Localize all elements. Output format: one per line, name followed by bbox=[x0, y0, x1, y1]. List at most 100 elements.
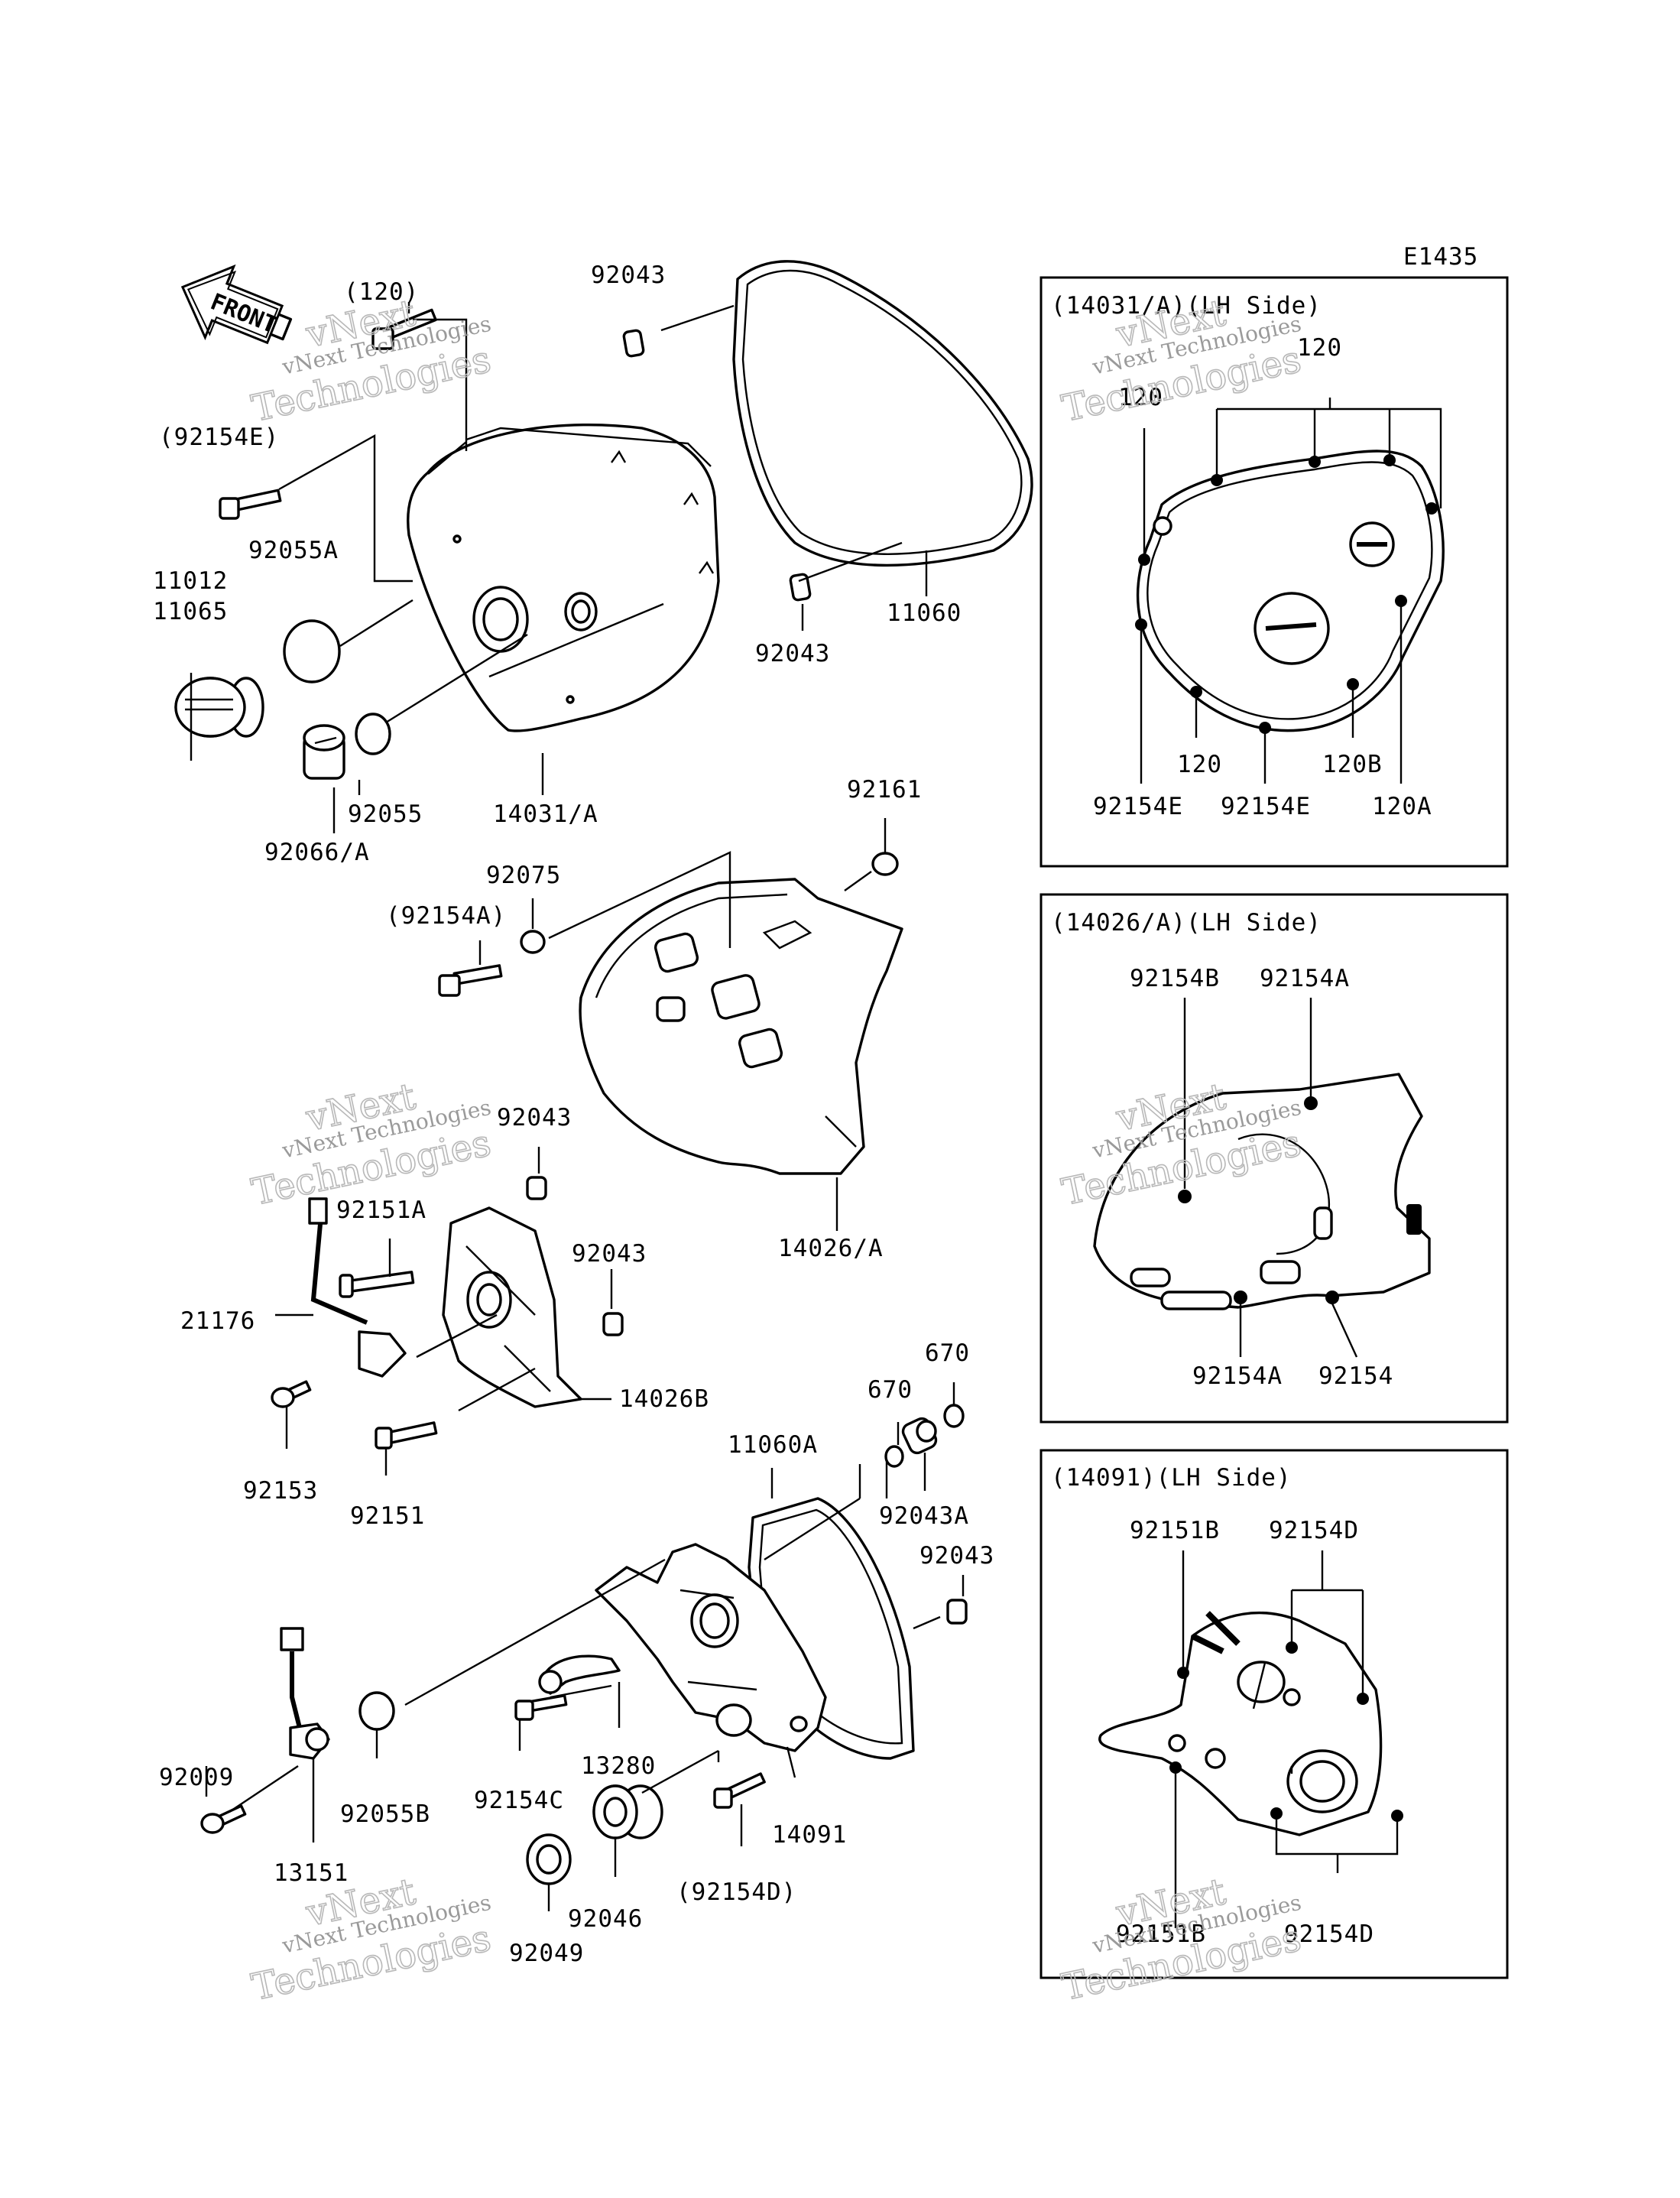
speed-sensor-21176 bbox=[308, 1197, 407, 1378]
label-92043-mid: 92043 bbox=[755, 640, 830, 667]
bolt-92154E bbox=[219, 489, 282, 520]
label-92055A: 92055A bbox=[248, 537, 339, 564]
bolt-92151A bbox=[339, 1271, 415, 1298]
inset-14091-label-92154D-top: 92154D bbox=[1269, 1517, 1359, 1544]
inset-14026-bolt-dot bbox=[1178, 1190, 1192, 1203]
dowel-pin-92043-c bbox=[526, 1176, 547, 1200]
label-92154C: 92154C bbox=[474, 1787, 564, 1814]
label-21176: 21176 bbox=[180, 1307, 255, 1335]
bolt-92153 bbox=[271, 1380, 312, 1408]
label-92055B: 92055B bbox=[340, 1800, 430, 1828]
bolt-92151 bbox=[375, 1421, 438, 1450]
bracket-14026B bbox=[442, 1206, 582, 1408]
inset-14091-bolt-dot bbox=[1270, 1807, 1283, 1820]
watermark-1: vNext vNext Technologies Technologies bbox=[248, 291, 495, 430]
label-670-top: 670 bbox=[925, 1339, 970, 1367]
bolt-92154C bbox=[514, 1694, 568, 1721]
inset-14091-bolt-dot bbox=[1391, 1810, 1403, 1822]
label-92043A: 92043A bbox=[879, 1502, 969, 1530]
label-92049: 92049 bbox=[509, 1940, 584, 1967]
label-92043-c: 92043 bbox=[497, 1104, 572, 1131]
inset-14031-label-92154E-b: 92154E bbox=[1221, 793, 1311, 820]
label-92043-top: 92043 bbox=[591, 261, 666, 289]
inset-14026-label-92154A-bottom: 92154A bbox=[1192, 1362, 1283, 1390]
bolt-92009 bbox=[200, 1804, 247, 1834]
inset-14026-bolt-dot bbox=[1234, 1291, 1247, 1304]
inset-14091-title: (14091)(LH Side) bbox=[1051, 1464, 1292, 1492]
label-92161: 92161 bbox=[847, 776, 922, 804]
label-92154E: (92154E) bbox=[159, 424, 279, 451]
inset-14091-label-92151B-top: 92151B bbox=[1130, 1517, 1220, 1544]
clutch-lever-13280 bbox=[538, 1654, 621, 1695]
inset-14031: (14031/A)(LH Side) 120 120 120 120B bbox=[1039, 276, 1509, 868]
o-ring-92055B bbox=[358, 1691, 395, 1731]
needle-bearing-92046 bbox=[592, 1784, 663, 1839]
label-670-mid: 670 bbox=[868, 1376, 913, 1404]
inset-14031-title: (14031/A)(LH Side) bbox=[1051, 292, 1322, 320]
label-120: (120) bbox=[344, 278, 419, 306]
inset-14091-label-92154D-bottom: 92154D bbox=[1284, 1920, 1374, 1948]
label-92154A: (92154A) bbox=[386, 902, 506, 930]
label-14026B: 14026B bbox=[619, 1385, 709, 1413]
label-11065: 11065 bbox=[153, 598, 228, 625]
diagram-code: E1435 bbox=[1403, 243, 1478, 271]
inset-14091-bolt-dot bbox=[1177, 1667, 1189, 1679]
plug-92066 bbox=[303, 724, 345, 780]
label-92151A: 92151A bbox=[336, 1196, 426, 1224]
label-92009: 92009 bbox=[159, 1764, 234, 1791]
inset-14091-label-92151B-bottom: 92151B bbox=[1116, 1920, 1206, 1948]
inset-14031-label-120-bottom: 120 bbox=[1177, 751, 1222, 778]
label-14091: 14091 bbox=[772, 1821, 847, 1849]
sprocket-cover-14026 bbox=[579, 878, 903, 1175]
inset-14091-bolt-dot bbox=[1286, 1641, 1298, 1654]
inset-14031-label-120B: 120B bbox=[1322, 751, 1383, 778]
inset-14031-label-120-left: 120 bbox=[1118, 384, 1163, 411]
inset-14031-label-120-top: 120 bbox=[1297, 334, 1342, 362]
dowel-pin-92043-mid bbox=[789, 573, 812, 602]
bolt-120 bbox=[371, 308, 437, 350]
inset-14026-bolt-dot bbox=[1304, 1096, 1318, 1110]
label-13151: 13151 bbox=[274, 1859, 349, 1887]
dowel-pin-92043-d bbox=[602, 1312, 624, 1336]
inset-14026: (14026/A)(LH Side) 92154B 92154A 92154A … bbox=[1039, 893, 1509, 1424]
inset-14031-label-120A: 120A bbox=[1372, 793, 1432, 820]
label-92043-d: 92043 bbox=[572, 1240, 647, 1268]
o-ring-92055 bbox=[355, 713, 391, 755]
label-14031: 14031/A bbox=[493, 800, 598, 828]
label-92154D: (92154D) bbox=[676, 1878, 796, 1906]
bolt-92154A bbox=[438, 964, 503, 997]
washer-92161 bbox=[871, 852, 899, 876]
oil-seal-92049 bbox=[526, 1833, 572, 1885]
label-92055: 92055 bbox=[348, 800, 423, 828]
watermark-3: vNext vNext Technologies Technologies bbox=[248, 1074, 495, 1214]
label-92153: 92153 bbox=[243, 1477, 318, 1505]
dowel-pin-92043A bbox=[901, 1417, 938, 1455]
dowel-pin-92043-e bbox=[946, 1599, 968, 1625]
collar-92075 bbox=[520, 930, 546, 954]
label-92046: 92046 bbox=[568, 1905, 643, 1933]
label-14026: 14026/A bbox=[778, 1235, 884, 1262]
dowel-pin-92043-top bbox=[622, 329, 645, 358]
bolt-92154D bbox=[713, 1772, 766, 1809]
label-92075: 92075 bbox=[486, 862, 561, 889]
inset-14026-label-92154A-top: 92154A bbox=[1260, 965, 1350, 992]
label-92043-e: 92043 bbox=[919, 1542, 994, 1570]
inset-14026-title: (14026/A)(LH Side) bbox=[1051, 909, 1322, 937]
inset-14091: (14091)(LH Side) 92151B 92154D 92151B 92… bbox=[1039, 1449, 1509, 1979]
inset-14091-bolt-dot bbox=[1357, 1693, 1369, 1705]
cover-gasket-11060 bbox=[732, 260, 1033, 567]
callout-labels: (120) 92043 (92154E) 92055A 11012 11065 … bbox=[153, 261, 994, 1967]
watermark-5: vNext vNext Technologies Technologies bbox=[248, 1869, 495, 2009]
inset-14031-bolt-dots bbox=[1135, 454, 1438, 734]
inset-14026-label-92154B: 92154B bbox=[1130, 965, 1220, 992]
inset-14026-label-92154: 92154 bbox=[1318, 1362, 1393, 1390]
front-arrow-icon: FRONT bbox=[180, 264, 293, 345]
inset-14031-label-92154E-a: 92154E bbox=[1093, 793, 1183, 820]
o-ring-92055A bbox=[283, 619, 341, 683]
timing-plug-11012 bbox=[174, 677, 264, 738]
inset-14026-bolt-dot bbox=[1325, 1291, 1339, 1304]
switch-13151 bbox=[280, 1627, 330, 1760]
inset-14091-bolt-dot bbox=[1169, 1761, 1182, 1774]
label-92066: 92066/A bbox=[264, 839, 370, 866]
